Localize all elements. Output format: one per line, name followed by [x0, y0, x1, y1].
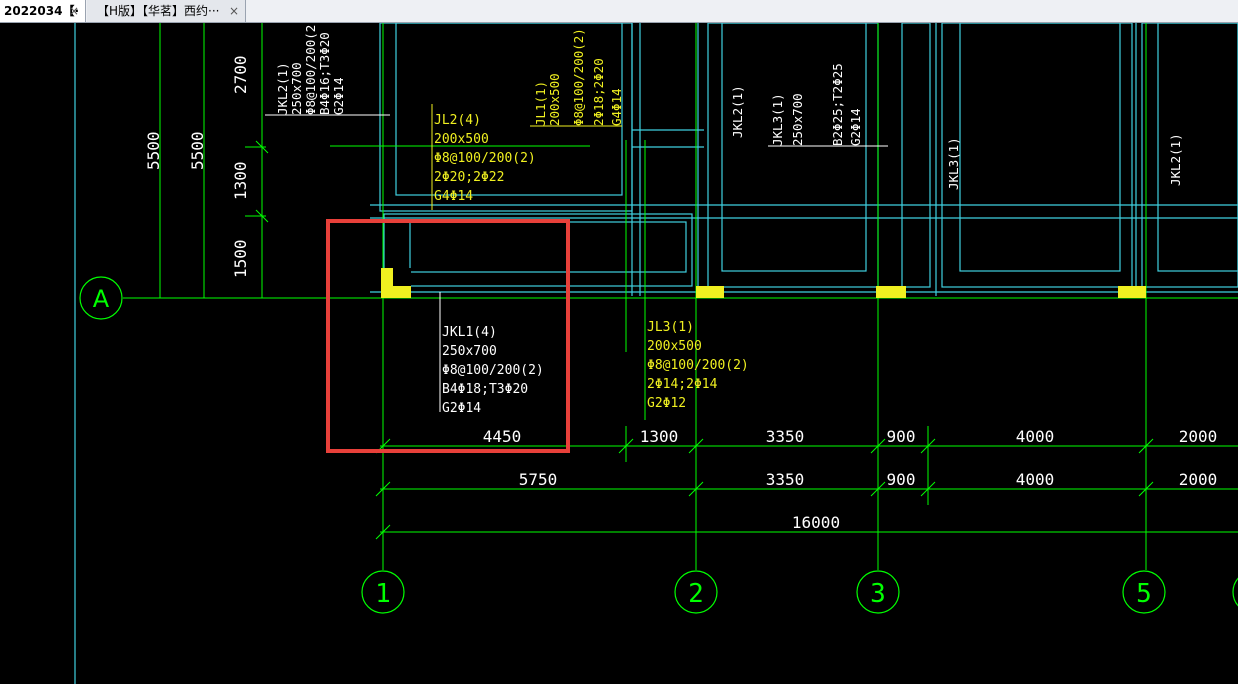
svg-text:2Φ14;2Φ14: 2Φ14;2Φ14 — [647, 377, 718, 392]
tab-label: 【H版】【华茗】西约··· — [97, 4, 220, 18]
axis-bubble-5: 5 — [1122, 570, 1166, 614]
svg-text:1: 1 — [375, 579, 391, 609]
svg-text:G2Φ14: G2Φ14 — [331, 77, 346, 115]
axis-bubble-partial — [1232, 577, 1238, 607]
svg-text:Φ8@100/200(2): Φ8@100/200(2) — [303, 23, 318, 115]
column-notch — [393, 268, 411, 286]
svg-text:250x700: 250x700 — [790, 93, 805, 146]
axis-bubble-1: 1 — [361, 570, 405, 614]
beam-label-jl2: JL2(4) 200x500 Φ8@100/200(2) 2Φ20;2Φ22 G… — [434, 113, 536, 204]
svg-text:Φ8@100/200(2): Φ8@100/200(2) — [571, 28, 586, 126]
dim-2700: 2700 — [231, 55, 250, 94]
svg-text:JKL3(1): JKL3(1) — [770, 93, 785, 146]
beam-label-jkl2-mid: JKL2(1) — [730, 85, 745, 138]
svg-text:4450: 4450 — [483, 427, 522, 446]
svg-text:G4Φ14: G4Φ14 — [609, 88, 624, 126]
svg-text:4000: 4000 — [1016, 427, 1055, 446]
beam-label-jkl3-mid: JKL3(1) 250x700 B2Φ25;T2Φ25 G2Φ14 — [770, 63, 863, 146]
axis-label-a: A — [93, 285, 110, 313]
svg-text:5: 5 — [1136, 579, 1152, 609]
axis-bubble-2: 2 — [674, 570, 718, 614]
svg-text:JKL1(4): JKL1(4) — [442, 325, 497, 340]
tab-bar: 2022034【· × 【H版】【华茗】西约··· × — [0, 0, 1238, 23]
svg-text:JKL2(1): JKL2(1) — [275, 62, 290, 115]
svg-text:G2Φ14: G2Φ14 — [442, 401, 481, 416]
bottom-dim-lines — [375, 426, 1238, 540]
svg-text:JL2(4): JL2(4) — [434, 113, 481, 128]
svg-text:200x500: 200x500 — [547, 73, 562, 126]
axis-bubble-3: 3 — [856, 570, 900, 614]
svg-text:JL1(1): JL1(1) — [533, 81, 548, 126]
svg-text:G2Φ12: G2Φ12 — [647, 396, 686, 411]
svg-text:5750: 5750 — [519, 470, 558, 489]
svg-text:3350: 3350 — [766, 470, 805, 489]
leader-lines-white — [265, 114, 888, 412]
cad-drawing-canvas[interactable]: A 5500 5500 2700 1300 1500 — [0, 23, 1238, 684]
svg-text:4000: 4000 — [1016, 470, 1055, 489]
svg-text:2000: 2000 — [1179, 427, 1218, 446]
beam-label-jkl1: JKL1(4) 250x700 Φ8@100/200(2) B4Φ18;T3Φ2… — [442, 325, 544, 416]
svg-text:1300: 1300 — [640, 427, 679, 446]
svg-text:B4Φ18;T3Φ20: B4Φ18;T3Φ20 — [442, 382, 528, 397]
svg-text:Φ8@100/200(2): Φ8@100/200(2) — [647, 358, 749, 373]
svg-text:B2Φ25;T2Φ25: B2Φ25;T2Φ25 — [830, 63, 845, 146]
foundation-outlines — [370, 23, 1238, 296]
svg-text:2000: 2000 — [1179, 470, 1218, 489]
beam-label-jkl3-right: JKL3(1) — [946, 137, 961, 190]
svg-text:G4Φ14: G4Φ14 — [434, 189, 473, 204]
svg-text:3: 3 — [870, 579, 886, 609]
svg-text:B4Φ16;T3Φ20: B4Φ16;T3Φ20 — [317, 32, 332, 115]
highlight-box — [326, 219, 570, 453]
beam-label-jkl2-right: JKL2(1) — [1168, 133, 1183, 186]
tab-drawing-2[interactable]: 【H版】【华茗】西约··· × — [87, 0, 246, 22]
dim-1500: 1500 — [231, 239, 250, 278]
svg-text:2Φ18;2Φ20: 2Φ18;2Φ20 — [591, 58, 606, 126]
dim-5500-a: 5500 — [144, 131, 163, 170]
close-icon[interactable]: × — [68, 4, 79, 18]
svg-text:2Φ20;2Φ22: 2Φ20;2Φ22 — [434, 170, 504, 185]
svg-text:Φ8@100/200(2): Φ8@100/200(2) — [442, 363, 544, 378]
tab-label: 2022034【· — [4, 4, 80, 18]
svg-text:200x500: 200x500 — [434, 132, 489, 147]
beam-label-jkl2-left: JKL2(1) 250x700 Φ8@100/200(2) B4Φ16;T3Φ2… — [275, 23, 346, 115]
dim-1300: 1300 — [231, 161, 250, 200]
svg-text:2: 2 — [688, 579, 704, 609]
axis-bubble-a — [79, 276, 123, 320]
svg-text:16000: 16000 — [792, 513, 840, 532]
beam-label-jl3: JL3(1) 200x500 Φ8@100/200(2) 2Φ14;2Φ14 G… — [647, 320, 749, 411]
dim-5500-b: 5500 — [188, 131, 207, 170]
svg-text:900: 900 — [887, 427, 916, 446]
svg-text:JL3(1): JL3(1) — [647, 320, 694, 335]
svg-text:200x500: 200x500 — [647, 339, 702, 354]
leader-lines-yellow — [431, 104, 622, 210]
svg-text:900: 900 — [887, 470, 916, 489]
bottom-dim-texts: 4450 1300 3350 900 4000 2000 5750 3350 9… — [483, 427, 1218, 532]
tab-drawing-1[interactable]: 2022034【· × — [0, 0, 86, 22]
svg-text:Φ8@100/200(2): Φ8@100/200(2) — [434, 151, 536, 166]
close-icon[interactable]: × — [228, 4, 239, 18]
svg-text:250x700: 250x700 — [442, 344, 497, 359]
svg-text:3350: 3350 — [766, 427, 805, 446]
beam-label-jl1: JL1(1) 200x500 Φ8@100/200(2) 2Φ18;2Φ20 G… — [533, 28, 624, 126]
svg-text:250x700: 250x700 — [289, 62, 304, 115]
dim-ticks — [245, 140, 269, 223]
svg-text:G2Φ14: G2Φ14 — [848, 108, 863, 146]
